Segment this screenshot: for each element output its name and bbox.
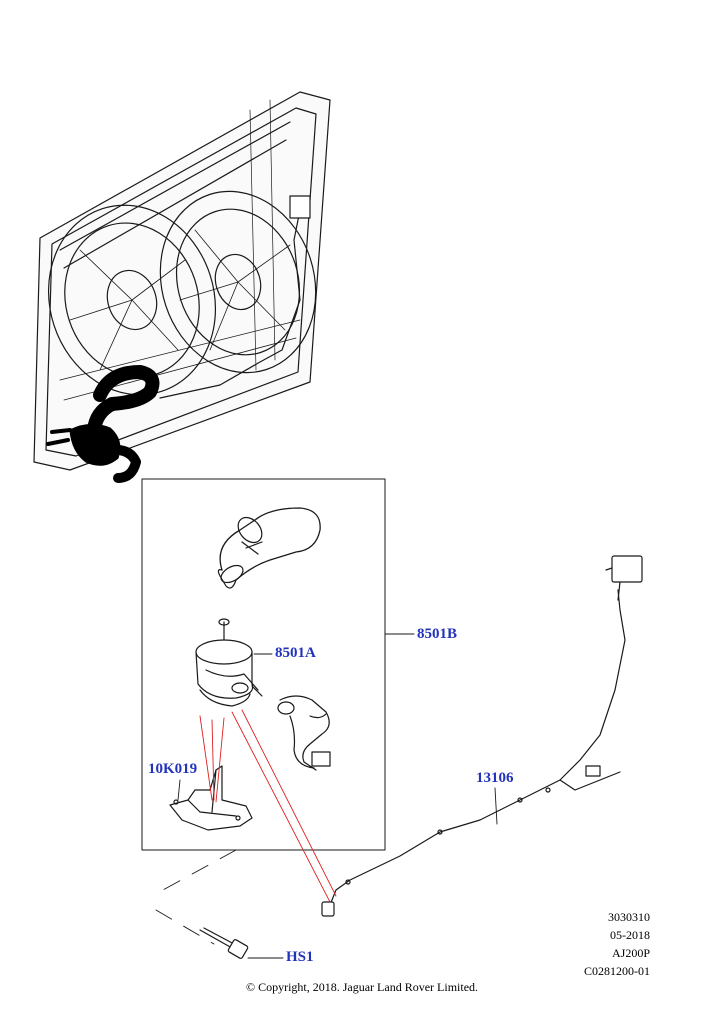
wiring-harness-illustration [321,555,643,917]
diagram-code-line3: AJ200P [611,946,650,960]
upper-coolant-hose-illustration [217,507,321,589]
leader-lines [151,633,498,959]
callout-13106: 13106 [476,770,514,786]
diagram-code-line2: 05-2018 [610,928,650,942]
copyright-notice: © Copyright, 2018. Jaguar Land Rover Lim… [245,980,479,994]
bolt-hs1-illustration [199,927,249,959]
callout-8501b: 8501B [417,626,458,642]
radiator-fan-shroud-illustration [33,91,331,483]
kit-boundary-box [141,478,386,851]
water-pump-illustration [195,618,263,707]
diagram-code-line4: C0281200-01 [584,964,650,978]
lower-coolant-hose-illustration [277,695,331,771]
callout-8501a: 8501A [275,645,316,661]
callout-hs1: HS1 [286,949,314,965]
callout-10k019: 10K019 [148,761,198,777]
red-leader-lines [199,709,337,903]
diagram-code-line1: 3030310 [608,910,650,924]
